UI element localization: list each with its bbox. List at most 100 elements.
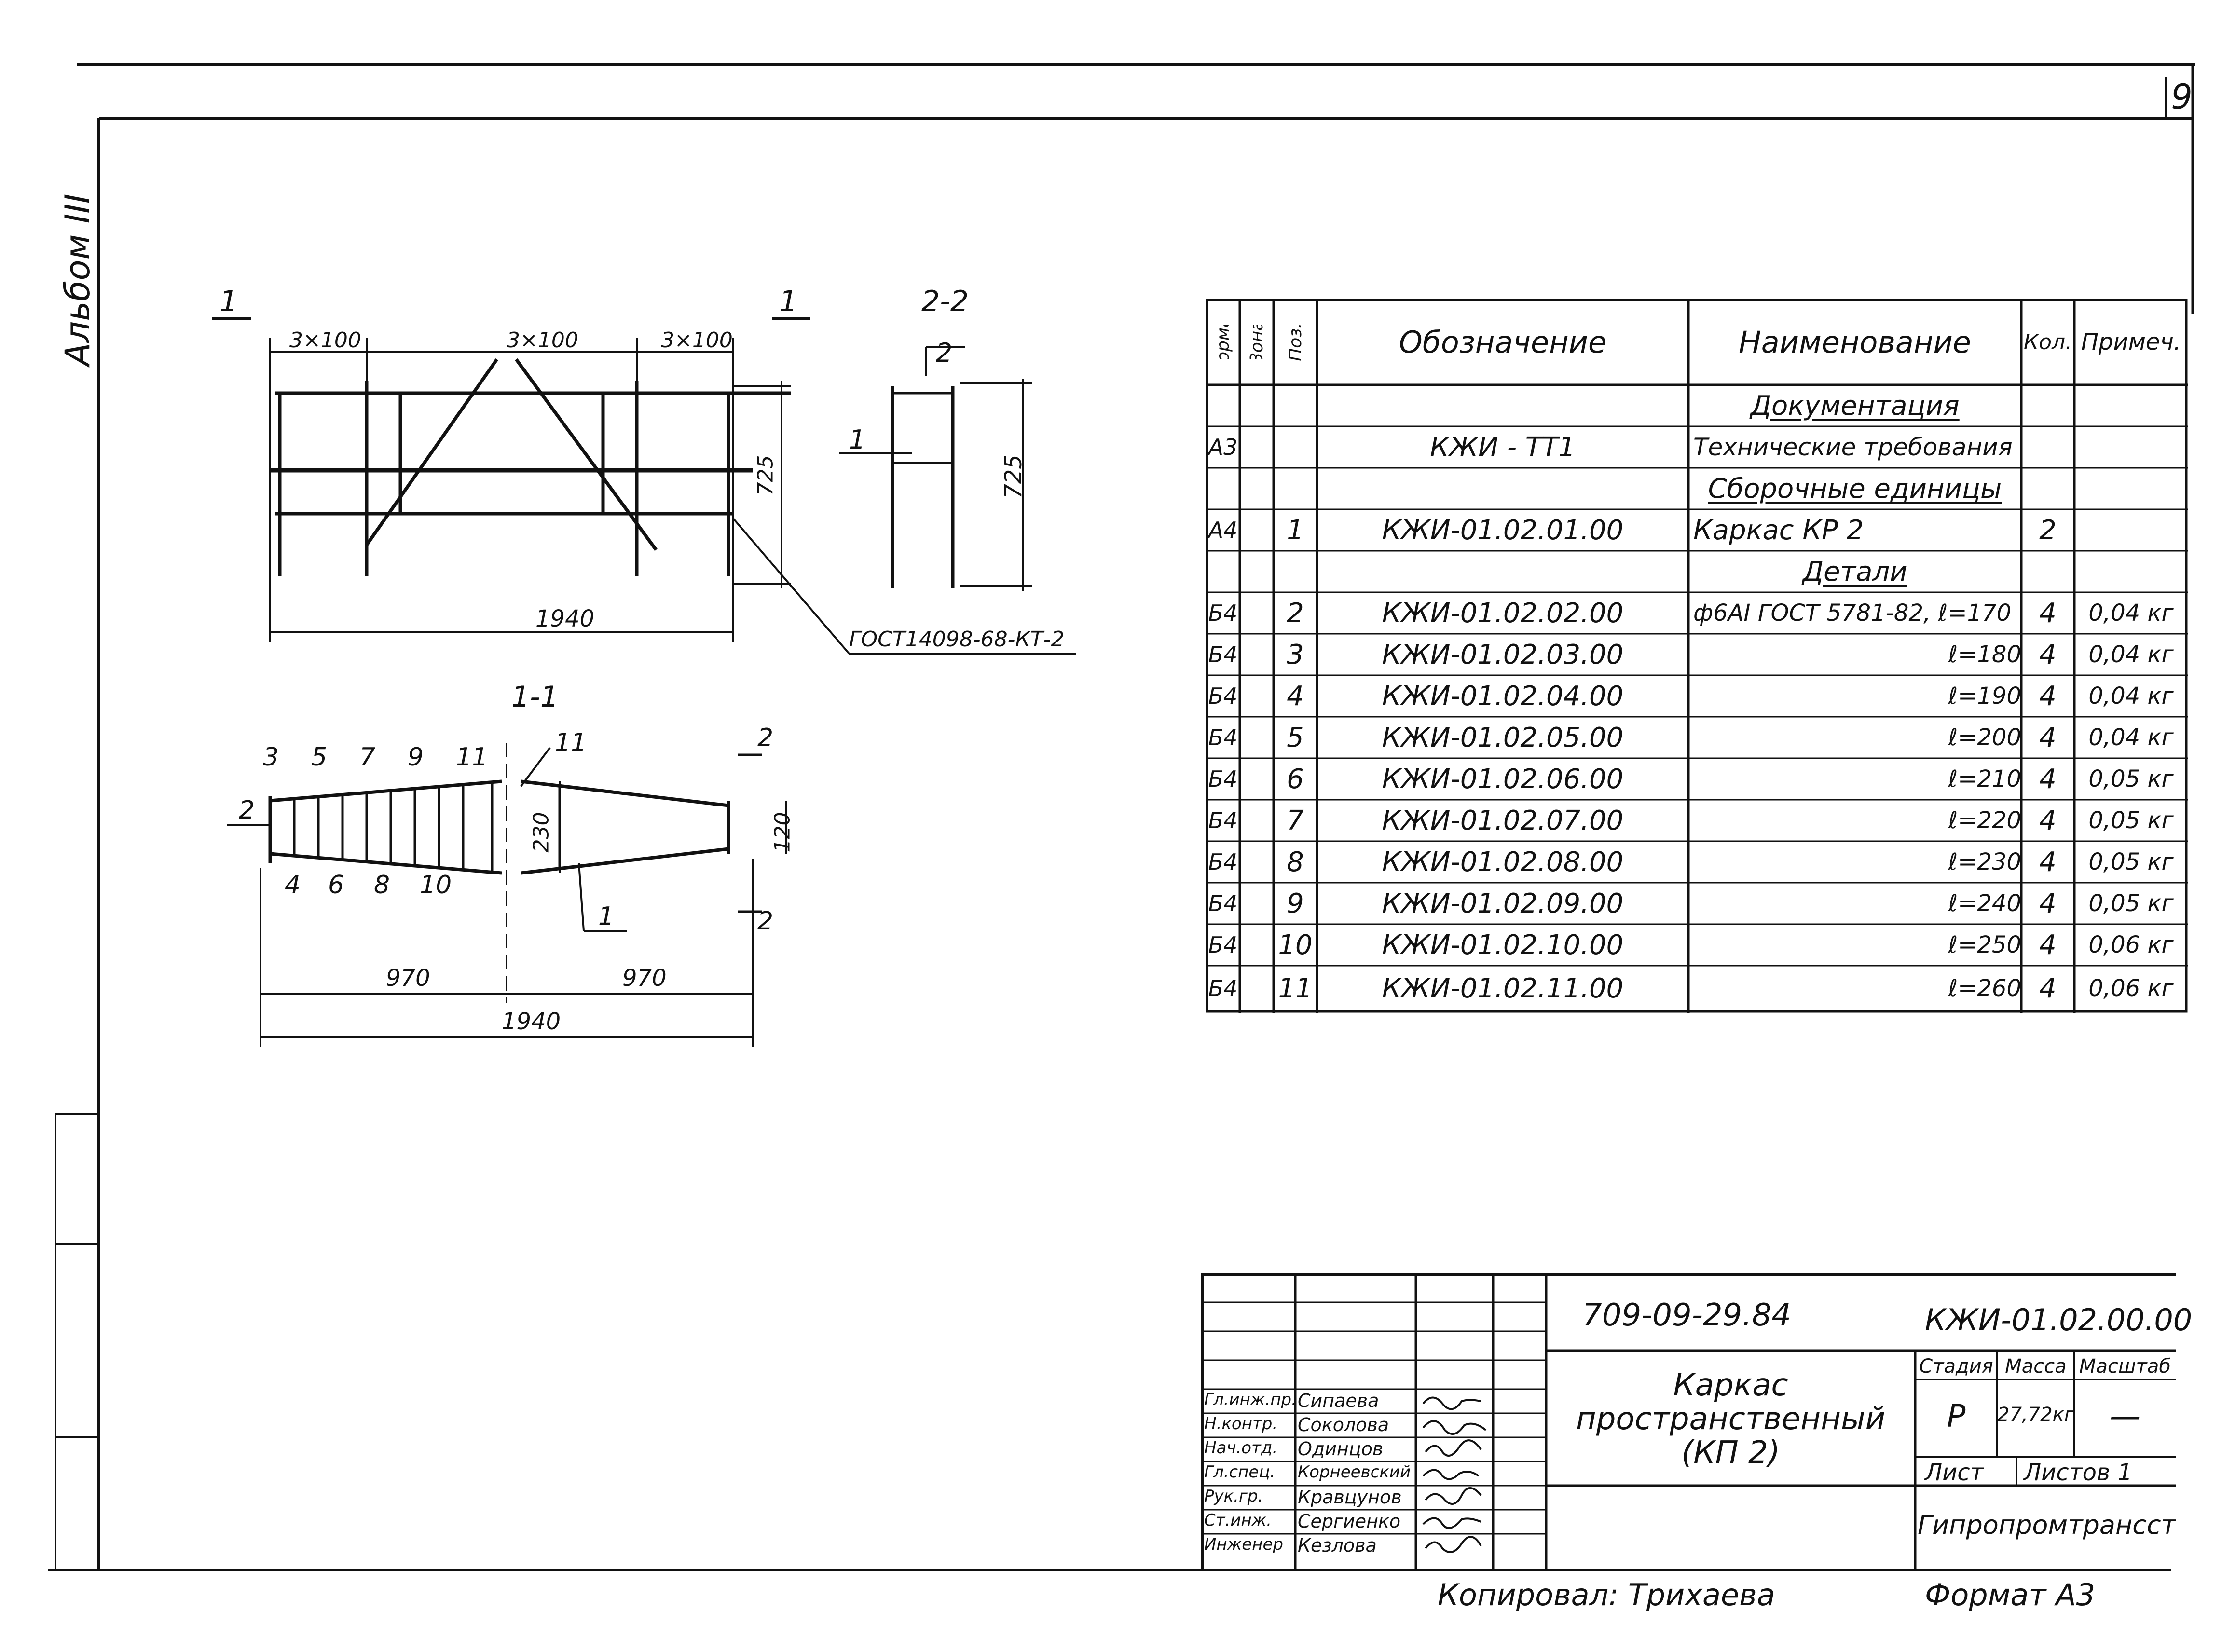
- spec-grid: [1206, 299, 2188, 1013]
- spec-row-qty: 4: [2039, 680, 2057, 712]
- plan-label-8: 8: [374, 871, 390, 900]
- spec-row-pos: 6: [1287, 763, 1304, 795]
- spec-row-qty: 4: [2039, 639, 2057, 670]
- spec-row-name: Каркас КР 2: [1693, 514, 1864, 546]
- spec-row-format: Б4: [1208, 683, 1238, 709]
- spec-row-name: ℓ=220: [1948, 807, 2021, 834]
- signer-role: Ст.инж.: [1204, 1511, 1272, 1530]
- spec-row-format: А4: [1208, 517, 1238, 543]
- copied-by: Копировал: Трихаева: [1438, 1577, 1775, 1612]
- plan-label-6: 6: [328, 871, 344, 900]
- spec-header-qty: Кол.: [2023, 329, 2072, 355]
- spec-row-note: 0,05 кг: [2088, 890, 2174, 917]
- spec-row-designation: КЖИ-01.02.07.00: [1382, 805, 1624, 836]
- stage-value: Р: [1947, 1399, 1966, 1434]
- sheet-format: Формат А3: [1925, 1577, 2096, 1612]
- dim-3x100-left: 3×100: [289, 328, 361, 353]
- spec-row-pos: 2: [1287, 597, 1304, 629]
- spec-row-format: А3: [1208, 434, 1238, 460]
- spec-row-name: ℓ=190: [1948, 683, 2021, 710]
- dim-970-left: 970: [386, 965, 430, 992]
- dim-230: 230: [529, 812, 554, 853]
- spec-row-designation: КЖИ-01.02.08.00: [1382, 846, 1624, 878]
- scale-value: —: [2110, 1399, 2140, 1434]
- spec-row-name: ℓ=210: [1948, 765, 2021, 792]
- cut-marker-1-left: 1: [219, 285, 238, 318]
- plan-label-9: 9: [408, 743, 424, 772]
- section-2-2-title: 2-2: [921, 285, 969, 318]
- spec-row-note: 0,04 кг: [2088, 600, 2174, 627]
- weld-note: ГОСТ14098-68-КТ-2: [849, 627, 1065, 652]
- sheets-label: Листов 1: [2024, 1459, 2133, 1486]
- spec-row-designation: КЖИ-01.02.09.00: [1382, 887, 1624, 919]
- spec-row-name: Технические требования: [1693, 433, 2013, 461]
- spec-row-name: ℓ=200: [1948, 724, 2021, 751]
- signer-role: Н.контр.: [1204, 1414, 1278, 1434]
- plan-cut-1: 1: [598, 902, 615, 931]
- signer-name: Кезлова: [1298, 1535, 1377, 1556]
- spec-row-designation: КЖИ - ТТ1: [1430, 431, 1576, 463]
- section-1-1-title: 1-1: [511, 680, 559, 714]
- spec-row-name: ℓ=260: [1948, 975, 2021, 1002]
- spec-row-qty: 4: [2039, 846, 2057, 878]
- spec-row-name: ℓ=230: [1948, 848, 2021, 875]
- signer-role: Гл.спец.: [1204, 1462, 1276, 1482]
- spec-row-designation: КЖИ-01.02.02.00: [1382, 597, 1624, 629]
- title-block-grid: [1201, 1273, 2176, 1570]
- spec-row-format: Б4: [1208, 932, 1238, 958]
- spec-row-designation: КЖИ-01.02.01.00: [1382, 514, 1624, 546]
- spec-row-pos: 9: [1287, 887, 1304, 919]
- project-number: 709-09-29.84: [1582, 1297, 1791, 1333]
- spec-row-pos: 7: [1287, 805, 1304, 836]
- spec-row-qty: 4: [2039, 805, 2057, 836]
- title-block: 709-09-29.84 КЖИ-01.02.00.00 Каркас прос…: [1201, 1273, 2192, 1570]
- spec-section-assemblies: Сборочные единицы: [1708, 473, 2002, 505]
- spec-row-pos: 3: [1287, 639, 1304, 670]
- spec-section-details: Детали: [1802, 556, 1907, 587]
- section-2-2-pos1: 1: [849, 424, 866, 455]
- spec-row-designation: КЖИ-01.02.05.00: [1382, 722, 1624, 753]
- mass-label: Масса: [2005, 1355, 2067, 1378]
- spec-row-pos: 5: [1287, 722, 1304, 753]
- plan-label-2: 2: [239, 796, 255, 825]
- spec-row-pos: 11: [1278, 972, 1313, 1004]
- signatures: [1422, 1396, 1487, 1553]
- spec-row-format: Б4: [1208, 807, 1238, 833]
- signer-name: Одинцов: [1298, 1438, 1384, 1460]
- spec-row-format: Б4: [1208, 642, 1238, 668]
- spec-row-designation: КЖИ-01.02.06.00: [1382, 763, 1624, 795]
- signer-role: Рук.гр.: [1204, 1487, 1263, 1506]
- spec-row-name: ℓ=250: [1948, 931, 2021, 958]
- stage-label: Стадия: [1919, 1355, 1993, 1378]
- signer-name: Кравцунов: [1298, 1487, 1402, 1508]
- spec-row-format: Б4: [1208, 766, 1238, 792]
- plan-cut-2-top: 2: [757, 724, 774, 752]
- dim-3x100-mid: 3×100: [507, 328, 578, 353]
- spec-row-designation: КЖИ-01.02.03.00: [1382, 639, 1624, 670]
- dim-120: 120: [770, 812, 795, 853]
- signer-name: Соколова: [1298, 1414, 1389, 1435]
- plan-label-3: 3: [263, 743, 279, 772]
- organization: Гипропромтрансстрой: [1918, 1510, 2176, 1540]
- spec-row-format: Б4: [1208, 890, 1238, 916]
- sheet-label: Лист: [1925, 1459, 1984, 1486]
- spec-row-qty: 4: [2039, 597, 2057, 629]
- plan-label-5: 5: [311, 743, 328, 772]
- spec-header-designation: Обозначение: [1399, 324, 1607, 360]
- dim-3x100-right: 3×100: [661, 328, 733, 353]
- signer-role: Гл.инж.пр.: [1204, 1390, 1297, 1409]
- spec-row-qty: 2: [2039, 514, 2057, 546]
- mass-value: 27,72кг: [1997, 1404, 2074, 1426]
- spec-row-pos: 1: [1287, 514, 1304, 546]
- dim-1940-top: 1940: [535, 605, 595, 632]
- signer-role: Инженер: [1204, 1535, 1283, 1554]
- title-line2: пространственный: [1576, 1401, 1886, 1437]
- scale-label: Масштаб: [2079, 1355, 2171, 1378]
- dim-1940-bottom: 1940: [502, 1008, 561, 1035]
- signer-name: Сипаева: [1298, 1390, 1379, 1411]
- spec-row-note: 0,06 кг: [2088, 931, 2174, 958]
- spec-row-note: 0,05 кг: [2088, 848, 2174, 875]
